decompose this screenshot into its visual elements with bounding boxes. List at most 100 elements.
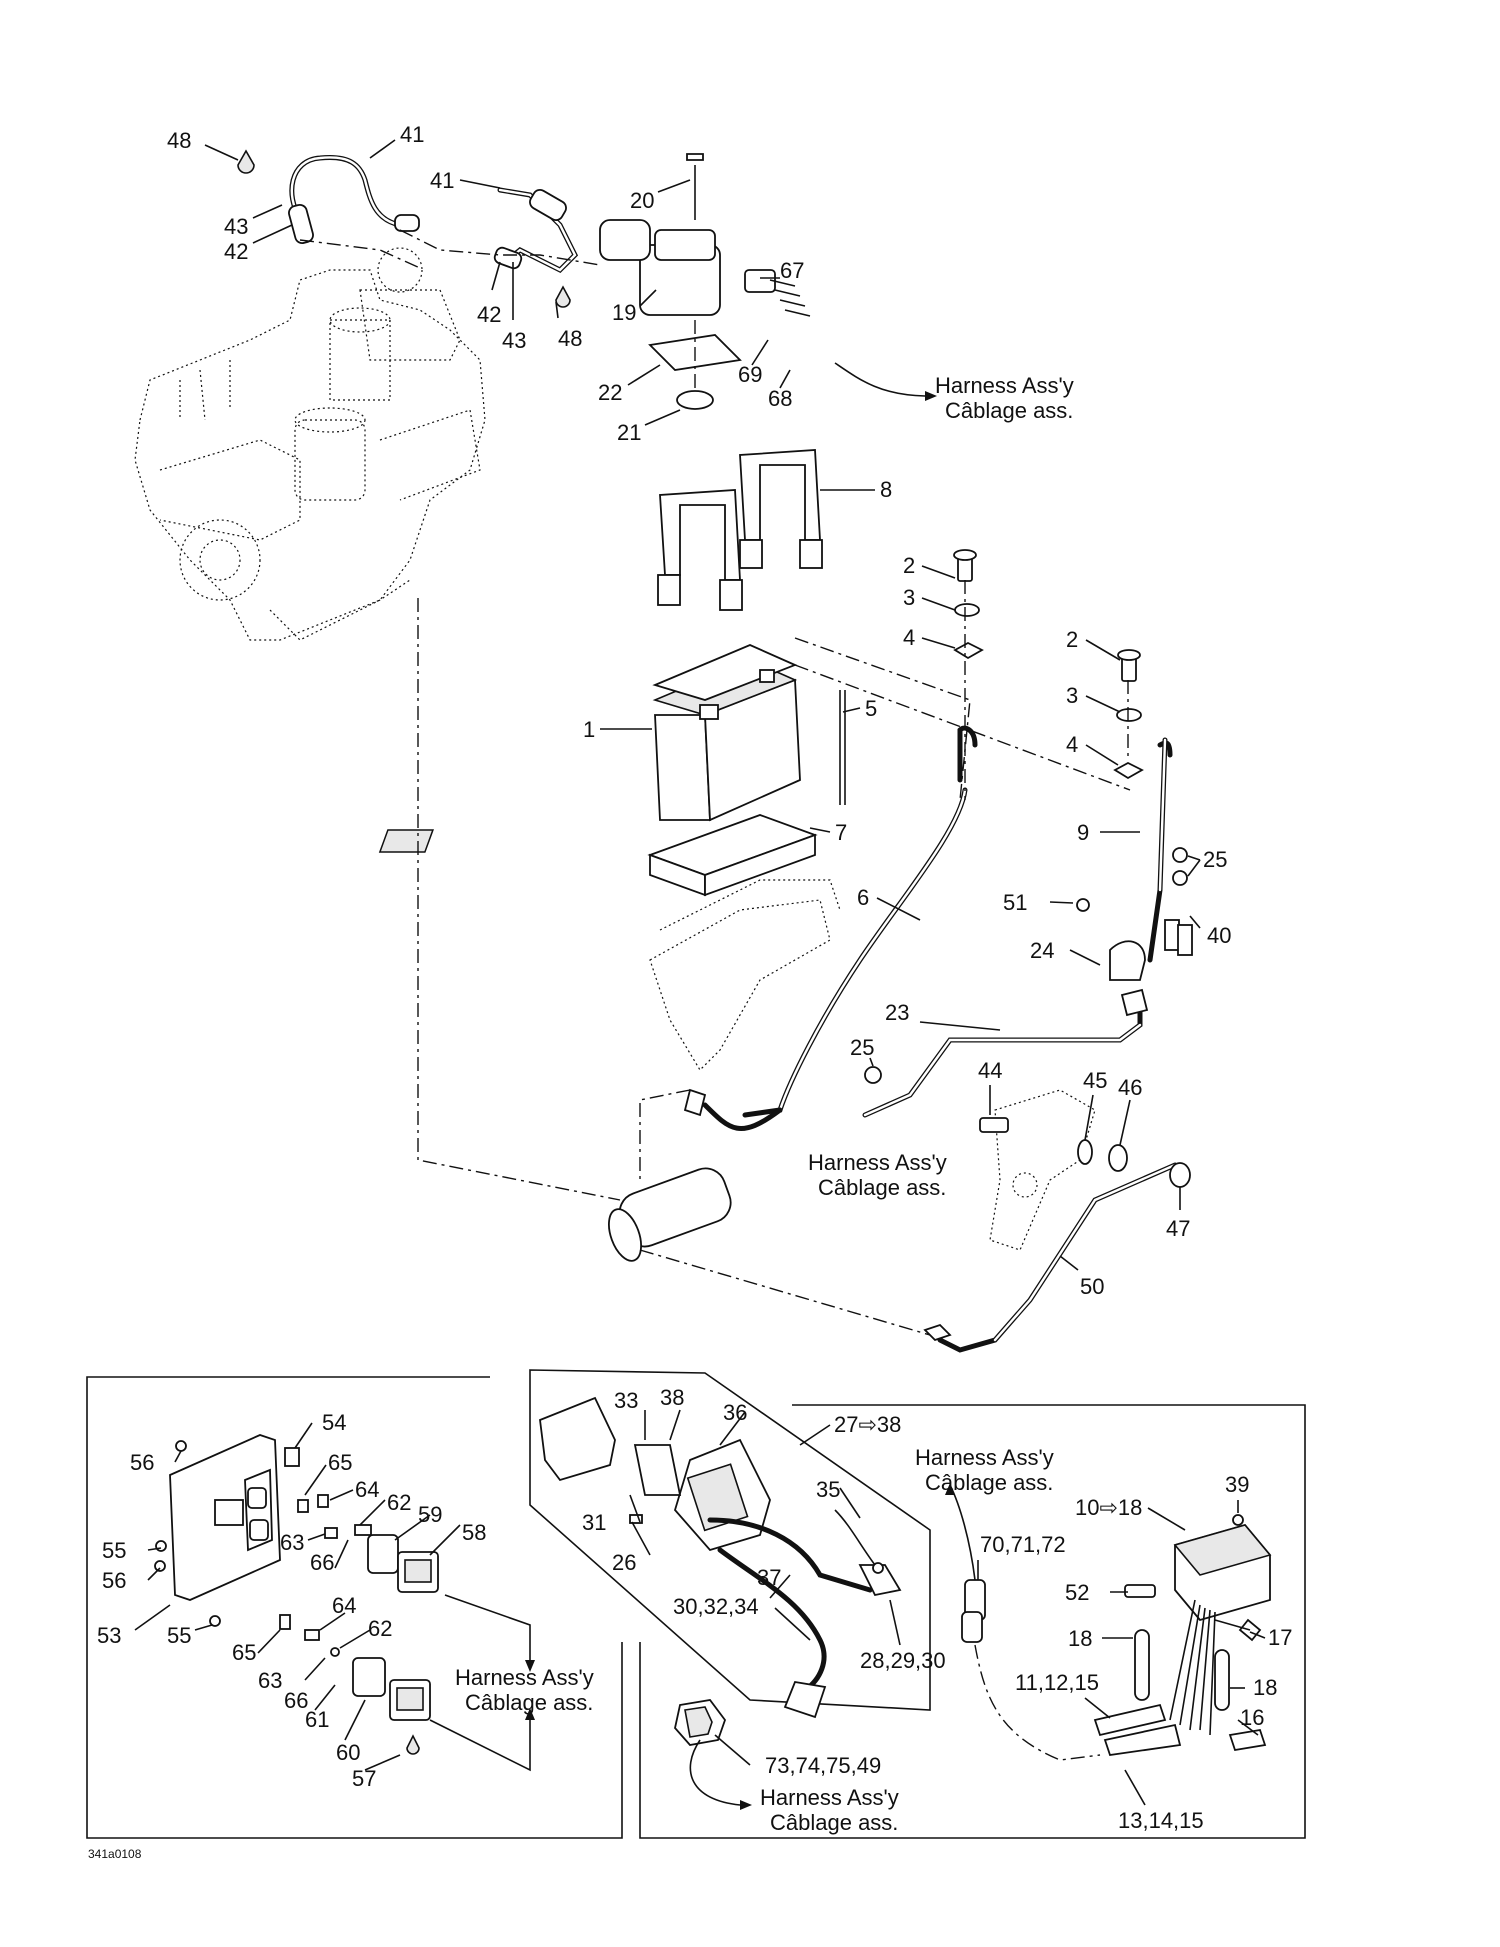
callout-21: 21 [617, 420, 641, 445]
callout-63a: 63 [280, 1530, 304, 1555]
svg-text:Harness Ass'y: Harness Ass'y [935, 373, 1074, 398]
callout-24: 24 [1030, 938, 1054, 963]
callout-43b: 43 [502, 328, 526, 353]
callout-45: 45 [1083, 1068, 1107, 1093]
fasteners [864, 549, 1188, 1084]
callout-25b: 25 [850, 1035, 874, 1060]
callout-2a: 2 [903, 553, 915, 578]
callout-7: 7 [835, 820, 847, 845]
callout-18a: 18 [1068, 1626, 1092, 1651]
voltage-regulator [539, 1396, 902, 1719]
callout-52: 52 [1065, 1580, 1089, 1605]
svg-text:Câblage ass.: Câblage ass. [770, 1810, 898, 1835]
battery-tray [378, 814, 841, 1071]
callout-8: 8 [880, 477, 892, 502]
svg-text:Câblage ass.: Câblage ass. [945, 398, 1073, 423]
callout-3b: 3 [1066, 683, 1078, 708]
callout-4b: 4 [1066, 732, 1078, 757]
harness-caption-bottom: Harness Ass'y Câblage ass. [760, 1785, 899, 1835]
battery-cables [742, 725, 1193, 1353]
svg-text:Câblage ass.: Câblage ass. [818, 1175, 946, 1200]
harness-plug-left [674, 1699, 752, 1810]
callout-38: 38 [660, 1385, 684, 1410]
callout-55a: 55 [102, 1538, 126, 1563]
assembly-lines [299, 229, 1131, 1336]
svg-text:Harness Ass'y: Harness Ass'y [455, 1665, 594, 1690]
callout-56a: 56 [130, 1450, 154, 1475]
callout-9: 9 [1077, 820, 1089, 845]
harness-caption-right: Harness Ass'y Câblage ass. [915, 1445, 1054, 1495]
callout-leaders [134, 139, 1266, 1806]
callout-48b: 48 [558, 326, 582, 351]
callout-73-74-75-49: 73,74,75,49 [765, 1753, 881, 1778]
harness-arrows [834, 362, 937, 401]
callout-36: 36 [723, 1400, 747, 1425]
callout-41a: 41 [400, 122, 424, 147]
callout-69: 69 [738, 362, 762, 387]
ecm-module [154, 1434, 300, 1627]
callout-42b: 42 [477, 302, 501, 327]
bottom-right-frame [639, 1404, 1306, 1839]
callout-labels: 48 41 43 42 41 42 43 48 20 67 19 69 22 6… [97, 122, 1292, 1833]
rectifier-unit [1093, 1514, 1272, 1756]
callout-25a: 25 [1203, 847, 1227, 872]
callout-65b: 65 [232, 1640, 256, 1665]
harness-caption-left: Harness Ass'y Câblage ass. [455, 1665, 594, 1715]
callout-13-14-15: 13,14,15 [1118, 1808, 1204, 1833]
callout-43a: 43 [224, 214, 248, 239]
battery-straps [657, 449, 823, 611]
callout-30-32-34: 30,32,34 [673, 1594, 759, 1619]
callout-5: 5 [865, 696, 877, 721]
callout-67: 67 [780, 258, 804, 283]
callout-1: 1 [583, 717, 595, 742]
bottom-left-frame [86, 1376, 623, 1839]
callout-22: 22 [598, 380, 622, 405]
starter-bracket [979, 1089, 1191, 1251]
callout-2b: 2 [1066, 627, 1078, 652]
callout-33: 33 [614, 1388, 638, 1413]
callout-55b: 55 [167, 1623, 191, 1648]
callout-63b: 63 [258, 1668, 282, 1693]
callout-70-71-72: 70,71,72 [980, 1532, 1066, 1557]
callout-65a: 65 [328, 1450, 352, 1475]
callout-11-12-15: 11,12,15 [1015, 1670, 1099, 1695]
callout-40: 40 [1207, 923, 1231, 948]
callout-16: 16 [1240, 1705, 1264, 1730]
svg-text:Harness Ass'y: Harness Ass'y [808, 1150, 947, 1175]
callout-60: 60 [336, 1740, 360, 1765]
callout-48a: 48 [167, 128, 191, 153]
callout-66b: 66 [284, 1688, 308, 1713]
callout-44: 44 [978, 1058, 1002, 1083]
callout-41b: 41 [430, 168, 454, 193]
callout-28-29-30: 28,29,30 [860, 1648, 946, 1673]
callout-46: 46 [1118, 1075, 1142, 1100]
callout-51: 51 [1003, 890, 1027, 915]
callout-61: 61 [305, 1707, 329, 1732]
ignition-coil [599, 153, 811, 410]
callout-56b: 56 [102, 1568, 126, 1593]
callout-39: 39 [1225, 1472, 1249, 1497]
callout-3a: 3 [903, 585, 915, 610]
callout-64a: 64 [355, 1477, 379, 1502]
svg-text:Harness Ass'y: Harness Ass'y [915, 1445, 1054, 1470]
callout-66a: 66 [310, 1550, 334, 1575]
callout-68: 68 [768, 386, 792, 411]
spark-plug-cables [237, 149, 579, 308]
callout-18b: 18 [1253, 1675, 1277, 1700]
svg-text:Câblage ass.: Câblage ass. [925, 1470, 1053, 1495]
callout-42a: 42 [224, 239, 248, 264]
engine-assembly [134, 247, 486, 641]
svg-text:Câblage ass.: Câblage ass. [465, 1690, 593, 1715]
callout-27-38: 27⇨38 [834, 1412, 901, 1437]
callout-37: 37 [757, 1565, 781, 1590]
callout-62a: 62 [387, 1490, 411, 1515]
callout-23: 23 [885, 1000, 909, 1025]
callout-53: 53 [97, 1623, 121, 1648]
callout-59: 59 [418, 1502, 442, 1527]
figure-reference: 341a0108 [88, 1847, 142, 1861]
callout-64b: 64 [332, 1593, 356, 1618]
harness-caption-top: Harness Ass'y Câblage ass. [935, 373, 1074, 423]
battery [652, 644, 846, 822]
callout-62b: 62 [368, 1616, 392, 1641]
